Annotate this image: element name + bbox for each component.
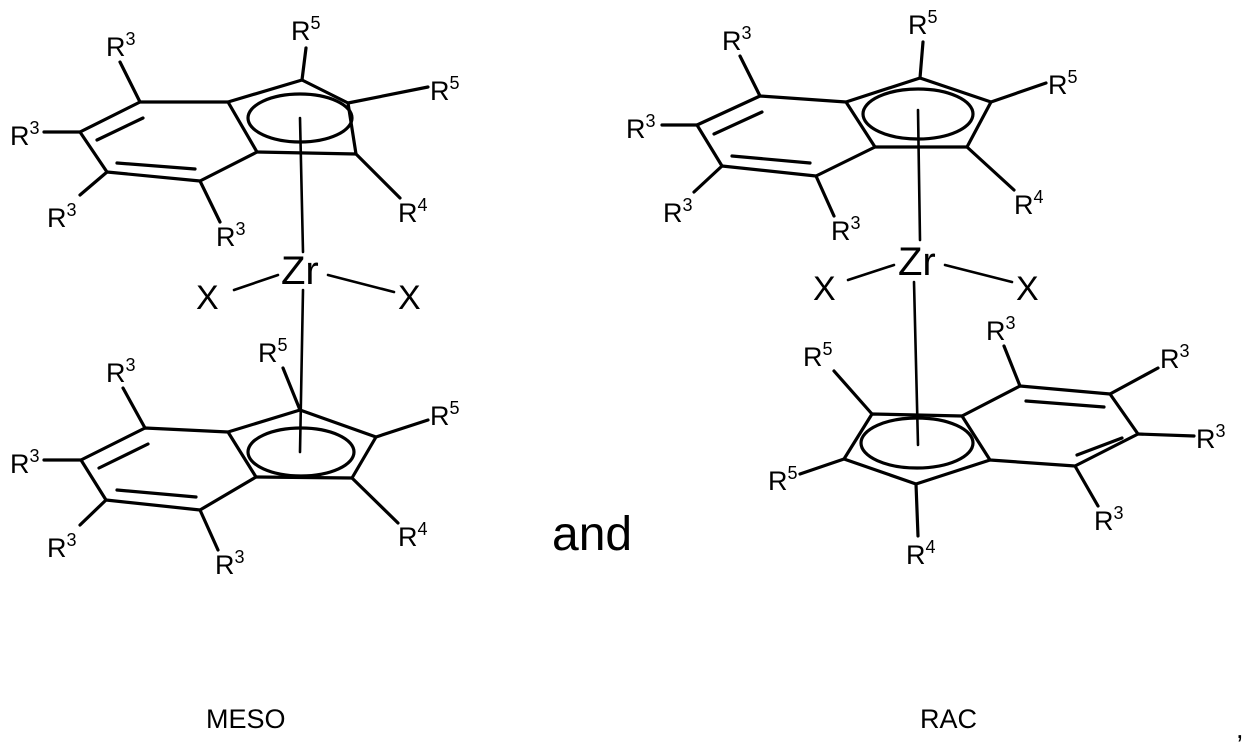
meso-metal-label: Zr: [281, 249, 319, 293]
meso-x-right-label: X: [398, 279, 421, 317]
meso-upper-centroid-bond: [300, 118, 303, 252]
rac-lower-r4: R4: [906, 537, 936, 570]
rac-x-right-label: X: [1016, 270, 1039, 308]
rac-lower-r5-top: R5: [803, 339, 833, 372]
rac-upper-r5-right: R5: [1048, 67, 1078, 100]
trailing-comma: ,: [1236, 714, 1244, 744]
rac-zr-x-right-bond: [945, 265, 1012, 282]
meso-zr-x-right-bond: [328, 275, 394, 292]
rac-upper-centroid-bond: [918, 110, 920, 240]
rac-upper-r3-lower-left: R3: [663, 195, 693, 228]
meso-zr-x-left-bond: [234, 275, 278, 290]
meso-upper-r5-right: R5: [430, 73, 460, 106]
meso-upper-indenyl-bonds: [44, 48, 428, 222]
meso-caption: MESO: [206, 704, 286, 734]
rac-zr-x-left-bond: [848, 265, 894, 280]
meso-upper-r3-top: R3: [106, 29, 136, 62]
rac-upper-r3-left: R3: [626, 111, 656, 144]
rac-lower-r3-right-top: R3: [1160, 341, 1190, 374]
meso-lower-r5-top: R5: [258, 335, 288, 368]
conjunction-label: and: [552, 508, 632, 561]
rac-lower-r3-bottom: R3: [1094, 503, 1124, 536]
meso-upper-r4: R4: [398, 195, 428, 228]
rac-structure: Zr X X R3 R3 R3 R3 R5 R5 R4 R3 R3 R3 R3: [626, 7, 1226, 734]
rac-upper-r4: R4: [1014, 187, 1044, 220]
rac-upper-r3-bottom: R3: [831, 213, 861, 246]
meso-upper-r5-top: R5: [291, 13, 321, 46]
meso-upper-r3-left: R3: [10, 118, 40, 151]
meso-lower-r3-bottom: R3: [215, 547, 245, 580]
meso-lower-r3-left: R3: [10, 446, 40, 479]
meso-lower-r3-lower-left: R3: [47, 530, 77, 563]
rac-lower-r5-left: R5: [768, 463, 798, 496]
rac-lower-r3-top: R3: [986, 313, 1016, 346]
rac-x-left-label: X: [813, 270, 836, 308]
rac-upper-indenyl-bonds: [662, 42, 1046, 216]
meso-lower-r4: R4: [398, 519, 428, 552]
meso-upper-r3-bottom: R3: [216, 219, 246, 252]
meso-structure: Zr X X R3 R3 R3 R3 R5 R5 R4 R5 R3 R3 R3: [10, 13, 460, 734]
rac-caption: RAC: [920, 704, 977, 734]
meso-lower-r5-right: R5: [430, 398, 460, 431]
rac-lower-r3-right: R3: [1196, 421, 1226, 454]
rac-upper-r5-top: R5: [908, 7, 938, 40]
meso-lower-indenyl-bonds: [44, 368, 428, 550]
rac-lower-indenyl-bonds: [800, 346, 1194, 536]
rac-lower-centroid-bond: [914, 282, 918, 445]
meso-upper-r3-lower-left: R3: [47, 200, 77, 233]
rac-upper-r3-top: R3: [722, 23, 752, 56]
meso-x-left-label: X: [196, 279, 219, 317]
rac-metal-label: Zr: [898, 240, 936, 284]
meso-lower-r3-top: R3: [106, 355, 136, 388]
